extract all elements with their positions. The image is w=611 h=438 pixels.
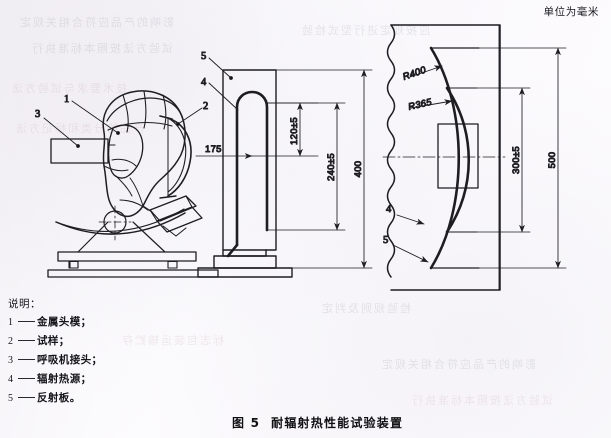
legend-index: 3: [8, 354, 13, 366]
legend-item-1: 1 金属头模；: [8, 315, 218, 328]
figure-title: 耐辐射热性能试验装置: [271, 416, 404, 430]
legend-item-2: 2 试样；: [8, 334, 218, 347]
dim-120-label: 120±5: [289, 117, 300, 145]
legend-index: 4: [8, 373, 13, 385]
middle-view-group: [197, 57, 293, 278]
callout-5-middle: 5: [201, 51, 206, 62]
legend-label: 金属头模；: [37, 315, 92, 328]
dim-300-label: 300±5: [511, 146, 522, 174]
unit-note: 单位为毫米: [543, 6, 599, 18]
legend-dash: [18, 320, 35, 322]
legend-dash: [18, 339, 35, 341]
callout-4-right: 4: [386, 204, 392, 215]
legend-item-5: 5 反射板。: [8, 391, 218, 404]
legend-label: 试样；: [37, 334, 70, 347]
legend-dash: [18, 358, 35, 360]
dim-175-label: 175: [205, 144, 222, 155]
callout-2: 2: [203, 101, 208, 112]
dim-400: [275, 69, 373, 269]
legend-index: 5: [8, 392, 13, 404]
radius-r365-label: R365: [407, 97, 433, 113]
figure-number: 图 5: [232, 416, 261, 430]
callout-1: 1: [64, 94, 69, 105]
right-view-group: [382, 24, 506, 291]
legend-label: 反射板。: [37, 391, 81, 404]
legend-index: 2: [8, 335, 13, 347]
dim-400-label: 400: [353, 161, 364, 178]
legend-index: 1: [8, 316, 13, 328]
callout-4-middle: 4: [201, 77, 207, 88]
dim-300: [476, 87, 531, 233]
dim-240: [266, 102, 346, 231]
left-view-group: [43, 90, 219, 278]
dim-120: [251, 102, 319, 157]
legend-block: 说明： 1 金属头模； 2 试样； 3 呼吸机接头； 4 辐射热源； 5 反射板…: [8, 299, 218, 412]
legend-heading: 说明：: [8, 298, 41, 310]
dim-240-label: 240±5: [326, 153, 337, 181]
legend-label: 呼吸机接头；: [37, 353, 103, 366]
callout-5-right: 5: [383, 235, 388, 246]
figure-caption: 图 5 耐辐射热性能试验装置: [232, 414, 403, 431]
legend-label: 辐射热源；: [37, 372, 92, 385]
callout-3: 3: [35, 109, 40, 120]
legend-dash: [18, 396, 35, 398]
legend-item-4: 4 辐射热源；: [8, 372, 218, 385]
dim-500-label: 500: [547, 152, 558, 169]
dim-500: [478, 47, 567, 269]
legend-item-3: 3 呼吸机接头；: [8, 353, 218, 366]
radius-r400-label: R400: [401, 65, 428, 83]
legend-dash: [18, 377, 35, 379]
